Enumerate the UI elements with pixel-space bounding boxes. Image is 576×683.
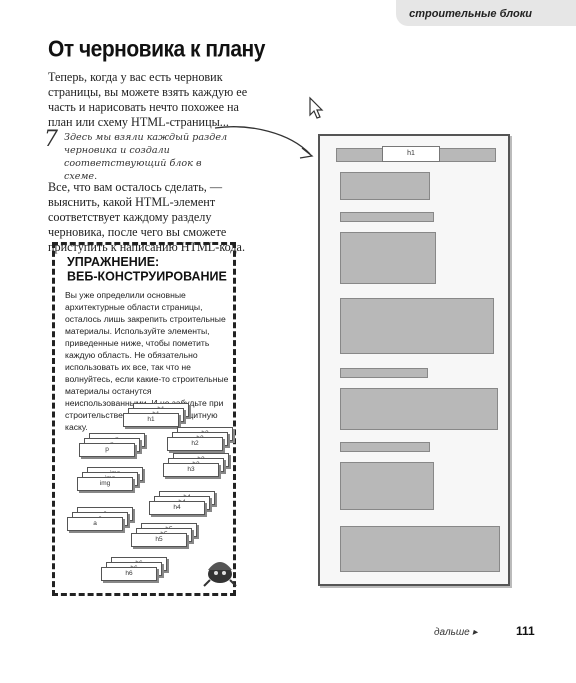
tag-h1[interactable]: h1 — [123, 413, 179, 427]
tag-img[interactable]: img — [77, 477, 133, 491]
section-header: строительные блоки — [409, 8, 532, 20]
tag-h4[interactable]: h4 — [149, 501, 205, 515]
tag-a[interactable]: a — [67, 517, 123, 531]
sketch-block — [340, 462, 434, 510]
exercise-title: УПРАЖНЕНИЕ: ВЕБ-КОНСТРУИРОВАНИЕ — [67, 254, 237, 283]
sketch-block — [340, 526, 500, 572]
cursor-icon — [309, 96, 324, 119]
exercise-title-line2: ВЕБ-КОНСТРУИРОВАНИЕ — [67, 269, 227, 284]
sketch-block — [340, 368, 428, 378]
sketch-block — [340, 232, 436, 284]
sketch-block — [340, 442, 430, 452]
page-number: 111 — [516, 624, 535, 638]
tag-p[interactable]: p — [79, 443, 135, 457]
sketch-block — [340, 172, 430, 200]
intro-paragraph: Теперь, когда у вас есть черновик страни… — [48, 70, 248, 129]
header-tab: строительные блоки — [396, 0, 576, 26]
tag-h3[interactable]: h3 — [163, 463, 219, 477]
sketch-block — [340, 298, 494, 354]
tag-h2[interactable]: h2 — [167, 437, 223, 451]
tag-h5[interactable]: h5 — [131, 533, 187, 547]
exercise-box: УПРАЖНЕНИЕ: ВЕБ-КОНСТРУИРОВАНИЕ Вы уже о… — [52, 242, 236, 596]
page-sketch — [318, 134, 510, 586]
sketch-block — [340, 388, 498, 430]
tag-h6[interactable]: h6 — [101, 567, 157, 581]
page-title: От черновика к плану — [48, 36, 265, 63]
note-mark: 7 — [44, 127, 58, 152]
sketch-h1-tag[interactable]: h1 — [382, 146, 440, 162]
next-link[interactable]: дальше ▸ — [434, 627, 478, 638]
arrow-icon — [214, 126, 314, 159]
hardhat-bug-icon — [203, 562, 237, 587]
handwritten-note: Здесь мы взяли каждый раздел черновика и… — [64, 132, 228, 182]
sketch-block — [340, 212, 434, 222]
exercise-title-line1: УПРАЖНЕНИЕ: — [67, 254, 160, 269]
